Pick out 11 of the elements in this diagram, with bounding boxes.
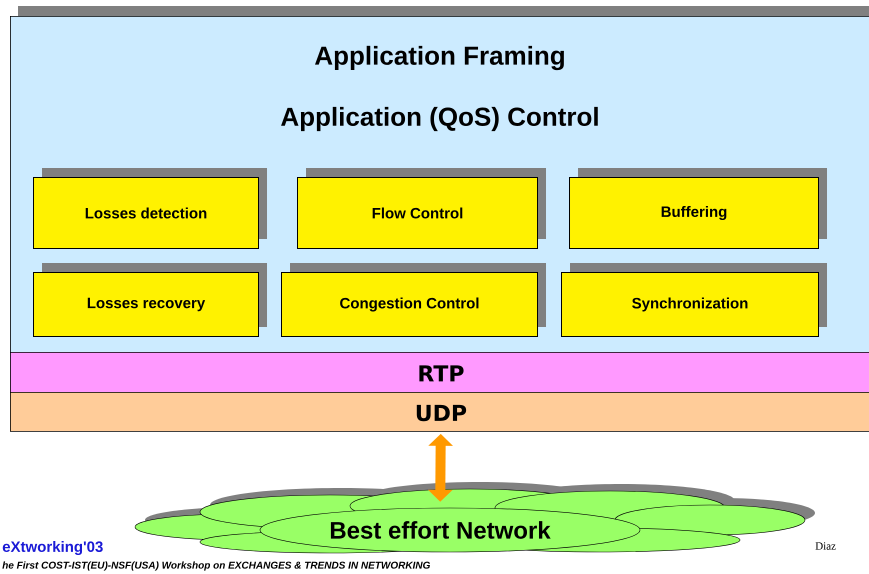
protocol-layer: RTP <box>10 352 869 393</box>
workshop-name: eXtworking'03 <box>2 540 103 556</box>
process-box: Losses recovery <box>33 272 259 337</box>
process-box: Congestion Control <box>281 272 538 337</box>
process-box: Flow Control <box>297 177 538 249</box>
process-box: Synchronization <box>561 272 819 337</box>
process-box: Losses detection <box>33 177 259 249</box>
protocol-layer: UDP <box>10 392 869 432</box>
network-cloud: Best effort Network <box>134 482 815 554</box>
process-box: Buffering <box>569 177 819 249</box>
footer-text: he First COST-IST(EU)-NSF(USA) Workshop on EXCHANGES & TRENDS IN NETWORKING <box>2 561 430 571</box>
